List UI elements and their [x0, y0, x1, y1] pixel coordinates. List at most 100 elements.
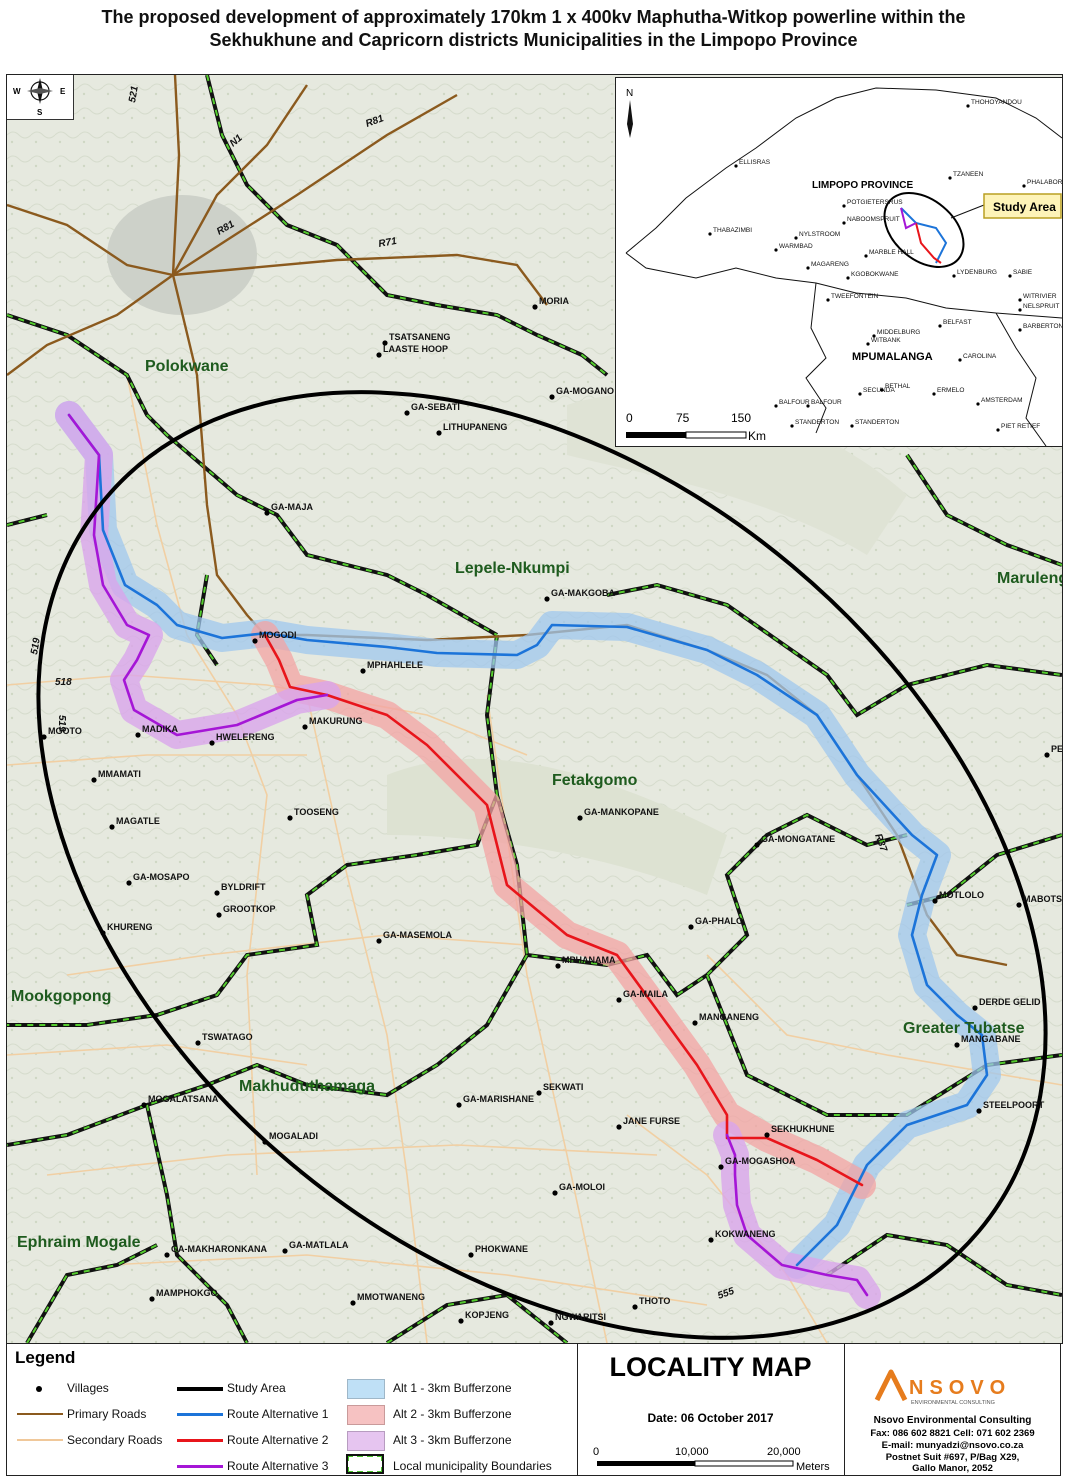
inset-town-dot	[794, 236, 798, 240]
village-dot	[282, 1248, 288, 1254]
inset-town-label: TZANEEN	[953, 171, 984, 178]
village-label: GA-MOSAPO	[133, 872, 190, 882]
village-dot	[214, 890, 220, 896]
inset-town-dot	[932, 392, 936, 396]
inset-town-dot	[774, 248, 778, 252]
village-dot	[436, 430, 442, 436]
village-dot	[164, 1252, 170, 1258]
inset-north-label: N	[626, 88, 633, 99]
inset-map: Study Area LIMPOPO PROVINCE MPUMALANGA T…	[615, 77, 1062, 447]
company-address: Gallo Manor, 2052	[912, 1463, 993, 1474]
village-label: GA-MONGATANE	[761, 834, 835, 844]
village-label: MPHANAMA	[562, 955, 616, 965]
village-label: PENG	[1051, 744, 1062, 754]
inset-town-dot	[966, 104, 970, 108]
inset-town-dot	[880, 388, 884, 392]
road-label: R71	[378, 236, 398, 250]
village-dot	[754, 842, 760, 848]
inset-scale-bar: 0 75 150 Km	[626, 411, 766, 443]
inset-town-label: ERMELO	[937, 387, 964, 394]
village-label: GA-MAKGOBA	[551, 588, 615, 598]
village-dot	[456, 1102, 462, 1108]
inset-town-label: WARMBAD	[779, 243, 813, 250]
village-label: DERDE GELID	[979, 997, 1041, 1007]
inset-town-dot	[846, 276, 850, 280]
inset-town-label: BALFOUR	[779, 399, 810, 406]
municipality-label: Maruleng	[997, 570, 1062, 587]
inset-province-label: LIMPOPO PROVINCE	[812, 180, 913, 191]
routes	[67, 413, 989, 1297]
village-label: MAGATLE	[116, 816, 160, 826]
road-label: 521	[127, 85, 141, 104]
route-alt2-swatch	[177, 1439, 223, 1442]
inset-town-dot	[866, 342, 870, 346]
village-label: GA-MAILA	[623, 989, 668, 999]
inset-town-dot	[734, 164, 738, 168]
village-label: MMAMATI	[98, 769, 141, 779]
village-label: SEKHUKHUNE	[771, 1124, 835, 1134]
title-line-2: Sekhukhune and Capricorn districts Munic…	[209, 30, 858, 50]
road-label: 519	[56, 715, 67, 732]
scale-label: 0	[593, 1446, 599, 1458]
village-dot	[287, 815, 293, 821]
inset-town-dot	[1018, 308, 1022, 312]
inset-town-label: BARBERTON	[1023, 323, 1062, 330]
village-dot	[91, 777, 97, 783]
village-dot	[262, 1139, 268, 1145]
route-alt3-swatch	[177, 1465, 223, 1468]
village-label: MORIA	[539, 296, 569, 306]
inset-town-label: WITBANK	[871, 337, 901, 344]
scale-bar: 0 10,000 20,000 Meters	[593, 1446, 830, 1473]
municipality-label: Greater Tubatse	[903, 1020, 1025, 1037]
inset-town-label: THOHOYANDOU	[971, 99, 1022, 106]
village-dot	[577, 815, 583, 821]
village-label: TSATSANENG	[389, 332, 450, 342]
village-label: MADIKA	[142, 724, 178, 734]
road-label: 519	[29, 637, 43, 656]
village-dot	[555, 963, 561, 969]
village-dot	[458, 1318, 464, 1324]
village-label: MOGODI	[259, 630, 297, 640]
village-label: GA-MARISHANE	[463, 1094, 534, 1104]
village-dot	[41, 734, 47, 740]
village-dot	[932, 898, 938, 904]
legend-label: Villages	[67, 1381, 109, 1395]
village-label: GA-MAKHARONKANA	[171, 1244, 267, 1254]
village-dot	[302, 724, 308, 730]
village-dot	[376, 352, 382, 358]
inset-town-label: ELLISRAS	[739, 159, 771, 166]
inset-town-dot	[858, 392, 862, 396]
polokwane-urban-area	[107, 195, 257, 315]
village-dot	[692, 1020, 698, 1026]
municipality-boundary-swatch	[346, 1454, 384, 1474]
inset-town-label: BELFAST	[943, 319, 972, 326]
village-dot	[209, 740, 215, 746]
village-label: MANGABANE	[961, 1034, 1021, 1044]
inset-town-label: MAGARENG	[811, 261, 849, 268]
main-map[interactable]: 521 N1 R81 R81 R71 519 519 518 R37 555 P…	[6, 74, 1063, 1344]
village-dot	[552, 1190, 558, 1196]
inset-town-dot	[948, 176, 952, 180]
village-label: KOKWANENG	[715, 1229, 776, 1239]
inset-town-label: PIET RETIEF	[1001, 423, 1040, 430]
alt3-buffer-swatch	[347, 1431, 385, 1451]
inset-town-dot	[976, 402, 980, 406]
inset-town-dot	[1018, 328, 1022, 332]
village-dot	[100, 930, 106, 936]
village-dot	[360, 668, 366, 674]
company-email: E-mail: munyadzi@nsovo.co.za	[881, 1440, 1024, 1451]
village-dot	[954, 1042, 960, 1048]
route-alt1-swatch	[177, 1413, 223, 1416]
inset-scale-label: 150	[731, 411, 751, 425]
inset-town-label: MARBLE HALL	[869, 249, 914, 256]
village-dot	[616, 1124, 622, 1130]
village-dot	[1016, 902, 1022, 908]
village-dot	[544, 596, 550, 602]
locality-block: LOCALITY MAP Date: 06 October 2017 0 10,…	[577, 1344, 845, 1475]
legend-label: Study Area	[227, 1381, 286, 1395]
inset-town-label: TWEEFONTEIN	[831, 293, 879, 300]
company-fax: Fax: 086 602 8821 Cell: 071 602 2369	[870, 1428, 1035, 1439]
inset-town-label: PHALABORWA	[1027, 179, 1062, 186]
legend-title: Legend	[15, 1348, 76, 1367]
inset-study-area-callout	[983, 193, 1062, 219]
